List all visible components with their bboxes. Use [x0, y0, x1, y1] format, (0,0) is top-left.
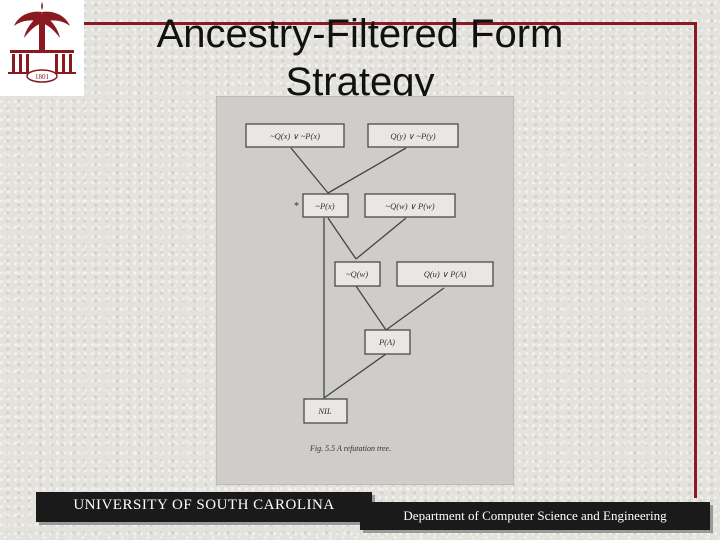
edge-n3-n5: [327, 217, 357, 260]
tree-node-n7: P(A): [364, 329, 411, 355]
frame-right-rule: [694, 22, 697, 498]
svg-text:~Q(x) ∨ ~P(x): ~Q(x) ∨ ~P(x): [270, 131, 320, 141]
footer-department-banner: Department of Computer Science and Engin…: [360, 502, 710, 530]
tree-node-n6: Q(u) ∨ P(A): [396, 261, 494, 287]
svg-text:Q(u) ∨ P(A): Q(u) ∨ P(A): [424, 269, 467, 279]
edge-n1-n3: [290, 147, 329, 194]
footer-university-text: UNIVERSITY OF SOUTH CAROLINA: [73, 497, 335, 513]
logo-year: 1801: [35, 73, 50, 81]
slide-title: Ancestry-Filtered Form Strategy: [156, 12, 564, 98]
edge-n5-n7: [355, 285, 387, 331]
tree-node-n3: ~P(x): [302, 193, 349, 218]
edge-n6-n7: [385, 287, 445, 331]
tree-node-n2: Q(y) ∨ ~P(y): [367, 123, 459, 148]
svg-text:~P(x): ~P(x): [315, 201, 334, 211]
svg-text:P(A): P(A): [378, 337, 395, 347]
svg-text:NIL: NIL: [317, 406, 332, 416]
edge-n4-n5: [355, 217, 407, 260]
edge-n2-n3: [327, 147, 407, 194]
tree-node-n1: ~Q(x) ∨ ~P(x): [245, 123, 345, 148]
footer-department-text: Department of Computer Science and Engin…: [403, 508, 667, 523]
tree-node-n5: ~Q(w): [334, 261, 381, 287]
frame-top-rule: [84, 22, 696, 25]
footer-university-banner: UNIVERSITY OF SOUTH CAROLINA: [36, 492, 372, 522]
tree-marker: *: [294, 201, 299, 212]
university-logo: 1801: [0, 0, 84, 96]
svg-text:~Q(w): ~Q(w): [346, 269, 368, 279]
svg-text:Q(y) ∨ ~P(y): Q(y) ∨ ~P(y): [390, 131, 435, 141]
refutation-tree-figure: ~Q(x) ∨ ~P(x) Q(y) ∨ ~P(y) * ~P(x) ~Q(w)…: [216, 96, 514, 485]
figure-caption: Fig. 5.5 A refutation tree.: [309, 444, 391, 453]
svg-text:~Q(w) ∨ P(w): ~Q(w) ∨ P(w): [385, 201, 434, 211]
edge-n7-n8: [323, 353, 387, 399]
tree-node-n4: ~Q(w) ∨ P(w): [364, 193, 456, 218]
tree-node-n8: NIL: [303, 398, 348, 424]
